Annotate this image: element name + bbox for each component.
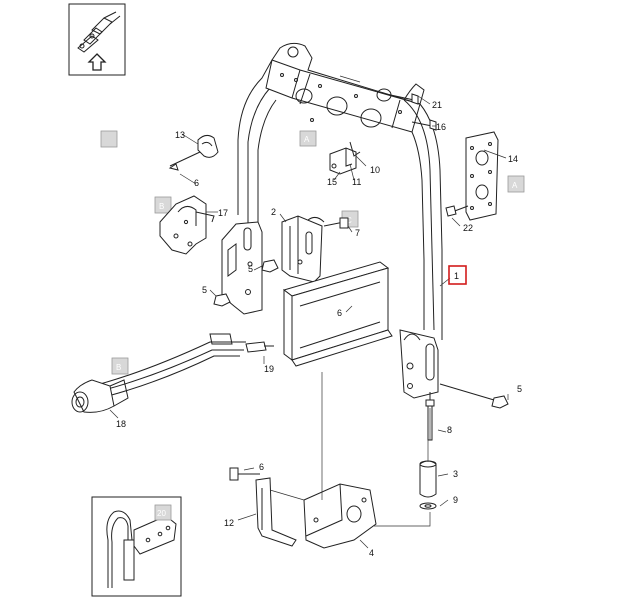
washer-part-9 [419,502,437,510]
callout-part-2[interactable]: 2 [271,207,276,217]
ref-box-b-bracket[interactable]: B [154,196,172,214]
channel-crossmember [282,261,393,367]
wiring-harness-part-18 [71,333,246,413]
connector-inset-icon[interactable] [68,3,126,76]
bracket-part-10 [329,141,361,175]
callout-part-5-upper[interactable]: 5 [248,264,253,274]
nut-part-5-right [439,383,509,409]
ref-box-a-top[interactable]: A [299,130,317,147]
callout-part-11[interactable]: 11 [352,177,361,187]
bolt-part-21 [385,93,419,105]
callout-part-1[interactable]: 1 [454,271,459,281]
nut-part-5-left-upper [261,259,279,273]
callout-part-16[interactable]: 16 [436,122,446,132]
ref-box-b-harness[interactable]: B [111,357,129,375]
clamp-part-13 [168,134,219,171]
bracket-part-4 [303,483,377,549]
callout-part-12[interactable]: 12 [224,518,234,528]
callout-part-14[interactable]: 14 [508,154,518,164]
blank-ref-box [100,130,118,148]
bracket-part-17 [159,195,215,255]
bolt-part-22 [445,205,469,217]
bolt-part-7 [323,217,349,229]
ref-a-label: A [512,181,518,190]
wiring-connector-icon [77,11,121,53]
callout-part-6-upper[interactable]: 6 [194,178,199,188]
callout-part-6-lower[interactable]: 6 [259,462,264,472]
callout-part-3[interactable]: 3 [453,469,458,479]
callout-part-22[interactable]: 22 [463,223,473,233]
callout-part-9[interactable]: 9 [453,495,458,505]
handle-inset-icon[interactable]: 20 [91,496,182,597]
callout-part-7[interactable]: 7 [355,228,360,238]
callout-part-10[interactable]: 10 [370,165,380,175]
part-1-highlight-box [448,265,467,285]
connector-part-19 [245,341,274,353]
sleeve-part-3 [419,460,437,498]
callout-part-17[interactable]: 17 [218,208,228,218]
handle-icon [106,510,177,588]
ref-box-20[interactable]: 20 [154,504,172,521]
callout-part-19[interactable]: 19 [264,364,274,374]
callout-part-5-right[interactable]: 5 [517,384,522,394]
ref-b-label: B [116,363,121,372]
bolt-part-6-low [229,467,260,481]
callout-numbers: 1 2 3 4 5 5 5 6 6 6 7 8 9 10 11 12 13 14… [116,100,522,558]
callout-part-4[interactable]: 4 [369,548,374,558]
up-arrow-icon [87,53,107,71]
callout-part-18[interactable]: 18 [116,419,126,429]
callout-part-5-lower[interactable]: 5 [202,285,207,295]
main-frame-part-1 [221,42,443,399]
leader-lines [109,75,509,549]
ref-box-a-right[interactable]: A [507,175,525,193]
plate-part-14 [465,131,499,221]
nut-part-5-left-lower [213,293,231,307]
ref-c-label: C [346,216,352,225]
bracket-part-2 [281,215,325,283]
ref-a-label: A [304,135,310,144]
bolt-part-16 [411,119,437,131]
callout-part-15[interactable]: 15 [327,177,337,187]
callout-part-21[interactable]: 21 [432,100,442,110]
callout-part-8[interactable]: 8 [447,425,452,435]
ref-b-label: B [159,202,164,211]
ref-20-label: 20 [157,509,166,518]
bracket-part-12 [255,477,297,547]
callout-part-13[interactable]: 13 [175,130,185,140]
callout-part-6-mid[interactable]: 6 [337,308,342,318]
